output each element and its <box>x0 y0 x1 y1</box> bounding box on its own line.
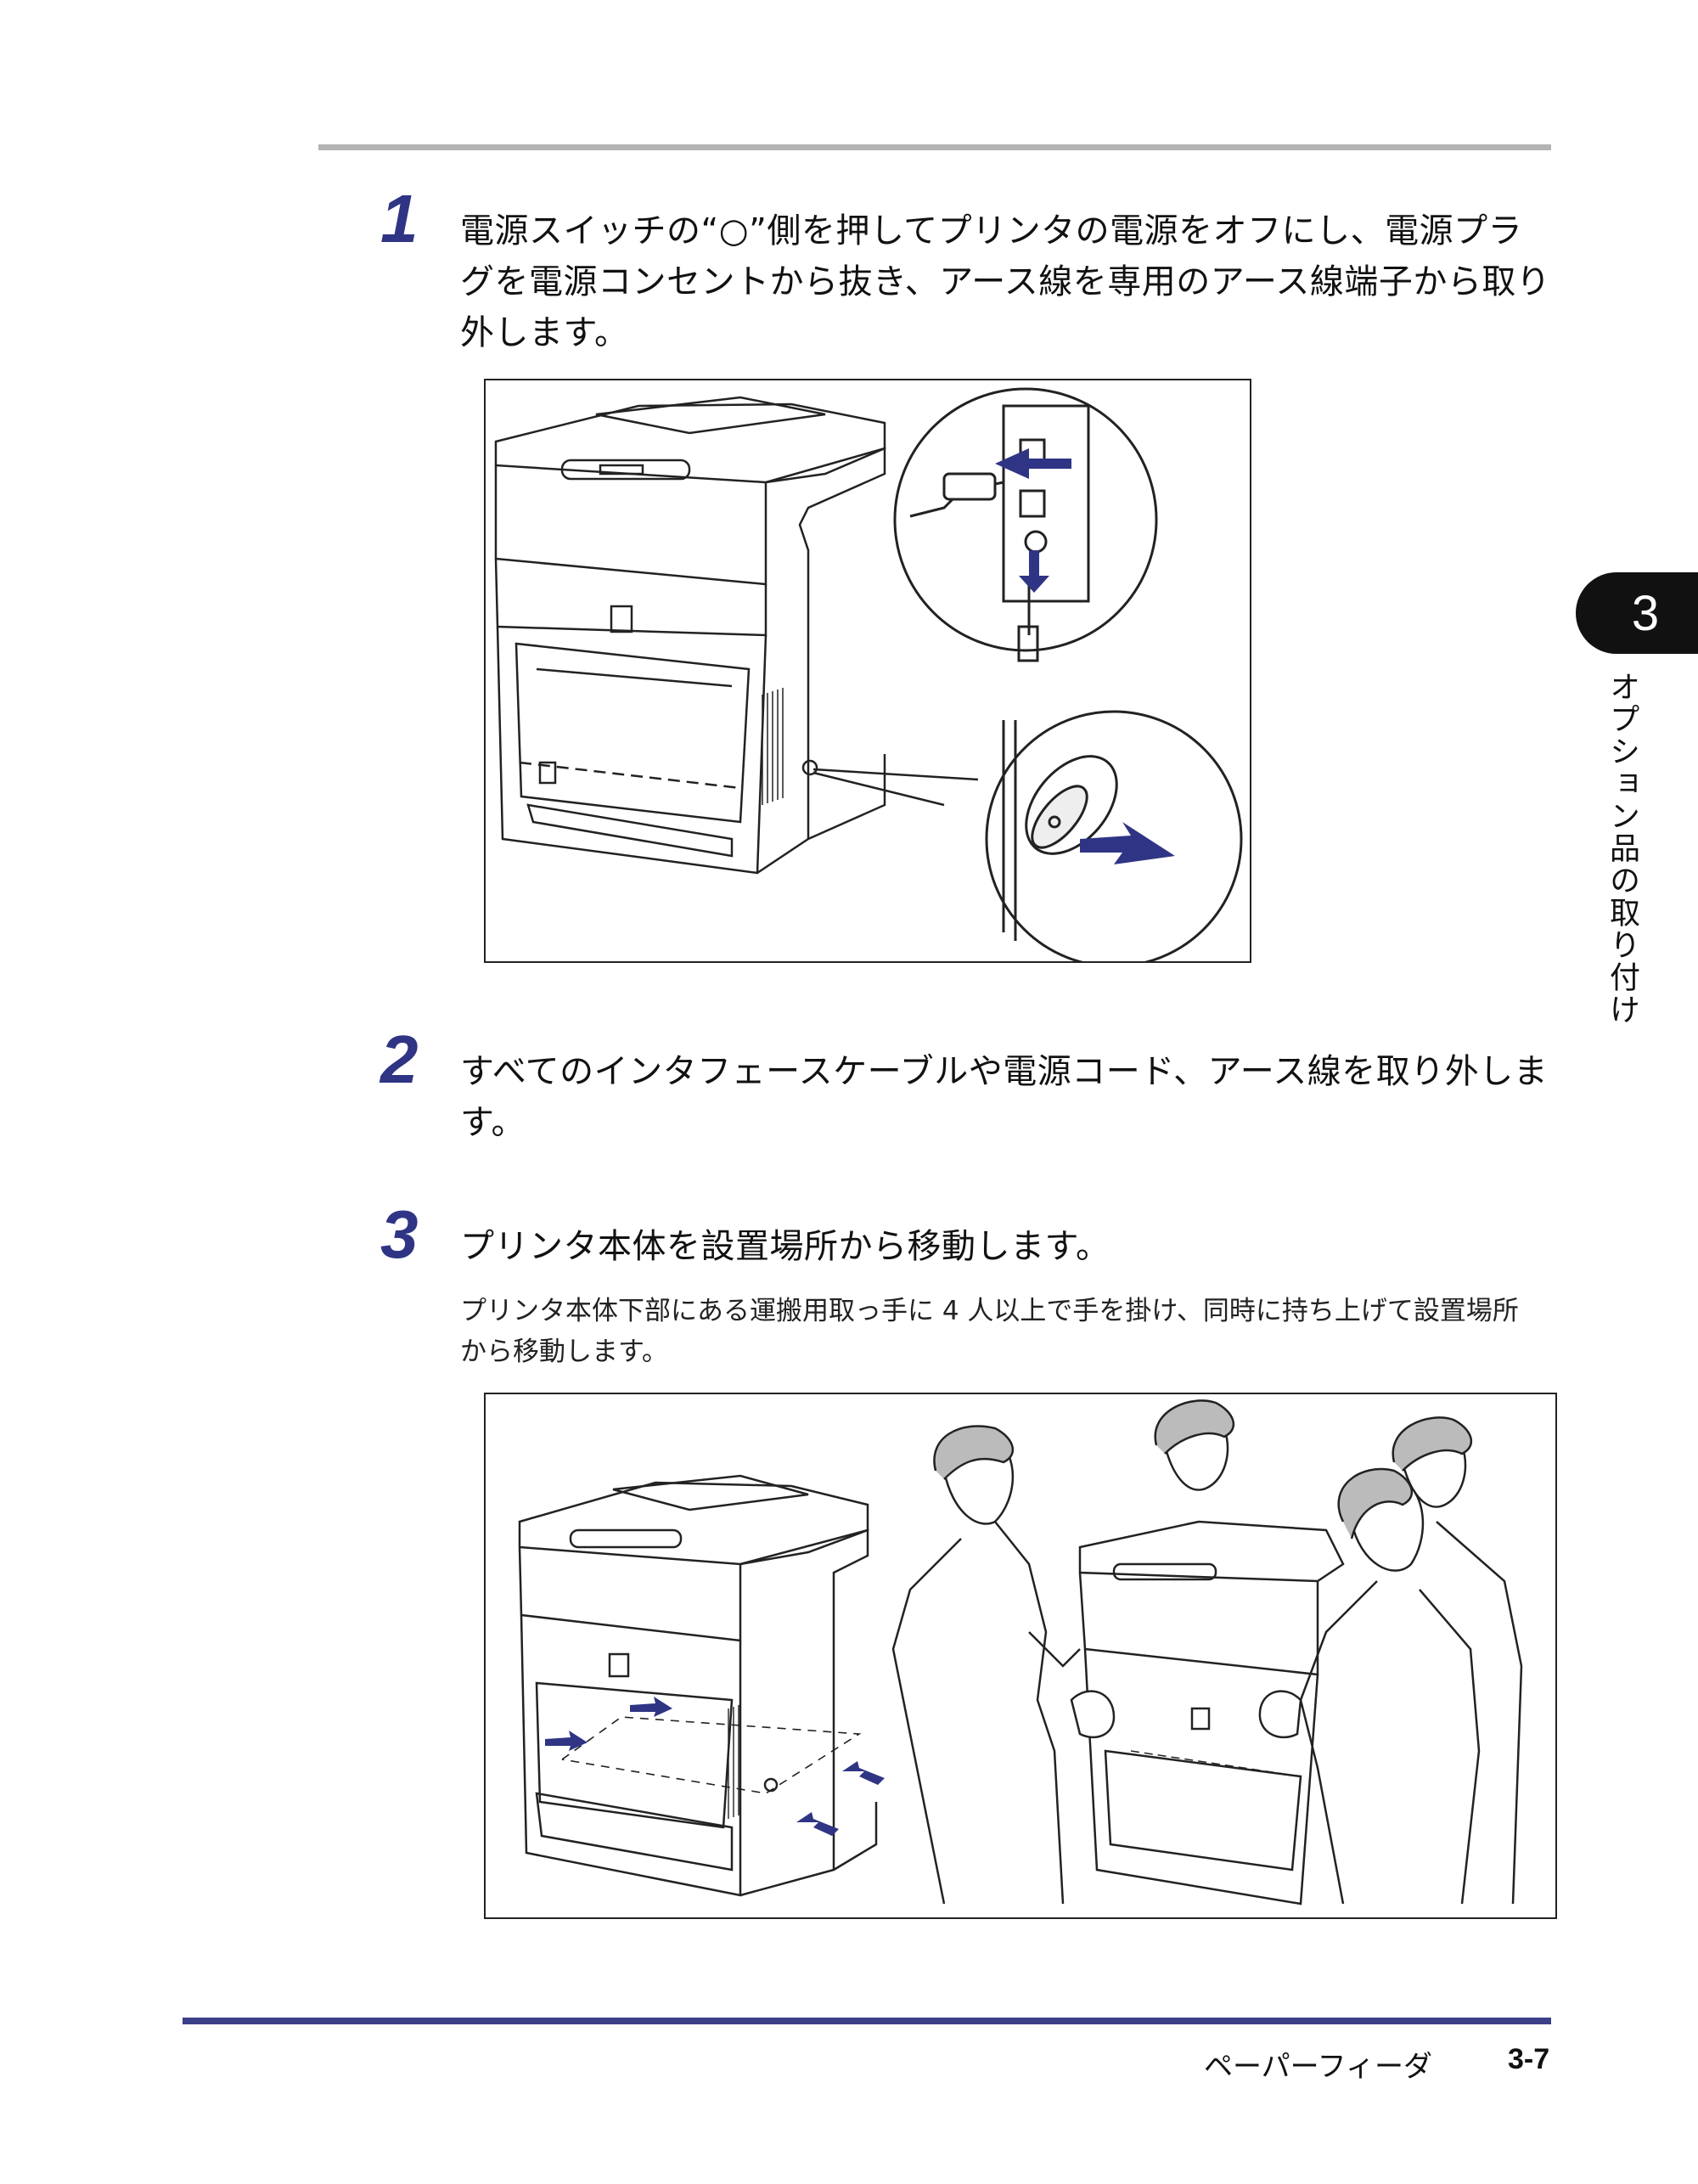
lifting-printer-illustration <box>518 1399 1523 1905</box>
step-2-line-2: す。 <box>460 1103 526 1142</box>
footer-section-title: ペーパーフィーダ <box>1204 2050 1432 2084</box>
step-3-desc-1: プリンタ本体下部にある運搬用取っ手に 4 人以上で手を掛け、同時に持ち上げて設置… <box>460 1296 1519 1326</box>
chapter-number-tab: 3 <box>1576 572 1698 654</box>
step-1-number: 1 <box>380 181 419 256</box>
step-1-line-3: 外します。 <box>460 313 629 352</box>
chapter-title: オプション品の取り付け <box>1605 671 1639 1026</box>
step-2-number: 2 <box>380 1022 419 1097</box>
figure-moving-printer <box>484 1393 1557 1919</box>
page-number: 3-7 <box>1508 2043 1550 2075</box>
footer-rule <box>183 2018 1551 2024</box>
step-2-line-1: すべてのインタフェースケーブルや電源コード、アース線を取り外しま <box>460 1052 1549 1091</box>
step-1-line-2: グを電源コンセントから抜き、アース線を専用のアース線端子から取り <box>460 262 1551 301</box>
step-3-line-1: プリンタ本体を設置場所から移動します。 <box>460 1227 1110 1266</box>
printer-power-illustration <box>494 387 1243 961</box>
header-rule <box>318 144 1551 150</box>
step-3-desc-2: から移動します。 <box>460 1337 668 1367</box>
step-3-number: 3 <box>380 1196 419 1272</box>
figure-power-off <box>484 379 1251 963</box>
step-1-line-1: 電源スイッチの“○”側を押してプリンタの電源をオフにし、電源プラ <box>460 211 1523 250</box>
